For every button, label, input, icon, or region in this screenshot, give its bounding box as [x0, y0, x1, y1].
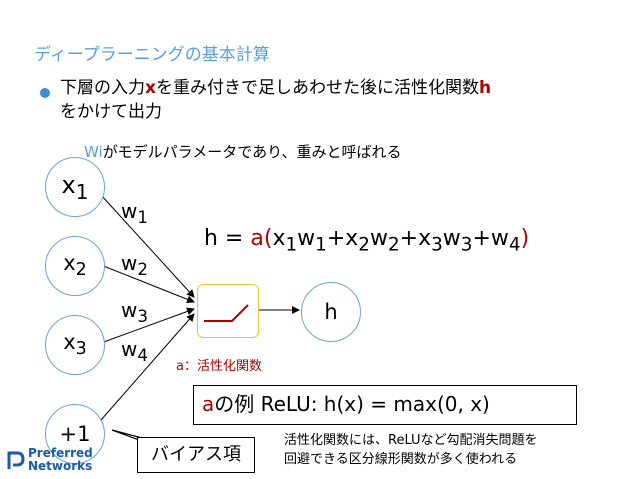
output-node-label: h	[324, 300, 338, 324]
bullet-h: h	[478, 78, 492, 98]
logo-line2: Networks	[28, 459, 93, 473]
logo-line1: Preferred	[28, 446, 93, 460]
edge-x2	[100, 264, 195, 304]
weight-w2: w2	[121, 251, 148, 279]
bottom-note: 活性化関数には、ReLUなど勾配消失問題を 回避できる区分線形関数が多く使われる	[284, 431, 538, 469]
edge-x3	[100, 307, 195, 344]
weight-w3: w3	[121, 298, 148, 326]
bias-node-label: +1	[59, 422, 91, 446]
output-node-h: h	[301, 282, 361, 342]
bullet-mid: を重み付きで足しあわせた後に活性化関数	[155, 78, 479, 98]
note-text: がモデルパラメータであり、重みと呼ばれる	[102, 143, 402, 161]
edge-bias	[100, 313, 195, 421]
weight-w1: w1	[121, 199, 148, 227]
relu-text: の例 ReLU: h(x) = max(0, x)	[214, 392, 490, 416]
weight-w4: w4	[121, 337, 148, 365]
input-node-x2: x2	[45, 236, 105, 296]
input-node-x1: x1	[45, 157, 105, 217]
bias-node: +1	[45, 404, 105, 464]
weight-note: Wiがモデルパラメータであり、重みと呼ばれる	[84, 141, 401, 162]
relu-a: a	[202, 392, 215, 416]
relu-example-box: aの例 ReLU: h(x) = max(0, x)	[193, 385, 577, 425]
bullet-x: x	[145, 78, 156, 98]
neuron-formula: h = a(x1w1+x2w2+x3w3+w4)	[204, 226, 530, 256]
relu-curve-icon	[204, 304, 249, 322]
node-x2-label: x2	[63, 251, 87, 281]
note-wi: Wi	[84, 143, 103, 161]
bullet-pre: 下層の入力	[60, 78, 145, 98]
bias-callout: バイアス項	[137, 437, 255, 473]
bullet-text: 下層の入力xを重み付きで足しあわせた後に活性化関数h をかけて出力	[60, 76, 491, 124]
bottom-note-line1: 活性化関数には、ReLUなど勾配消失問題を	[284, 433, 538, 448]
activation-function-box	[197, 284, 259, 338]
input-node-x3: x3	[45, 315, 105, 375]
activation-label: a：活性化関数	[176, 359, 262, 374]
node-x1-label: x1	[61, 170, 89, 204]
company-logo: Preferred Networks	[6, 446, 106, 474]
node-x3-label: x3	[63, 330, 87, 360]
bullet-line2: をかけて出力	[60, 102, 162, 122]
bullet-dot	[40, 88, 50, 98]
slide-title: ディープラーニングの基本計算	[34, 45, 270, 65]
bottom-note-line2: 回避できる区分線形関数が多く使われる	[284, 452, 518, 467]
logo-mark-icon	[7, 451, 25, 469]
edge-x1	[100, 194, 195, 298]
